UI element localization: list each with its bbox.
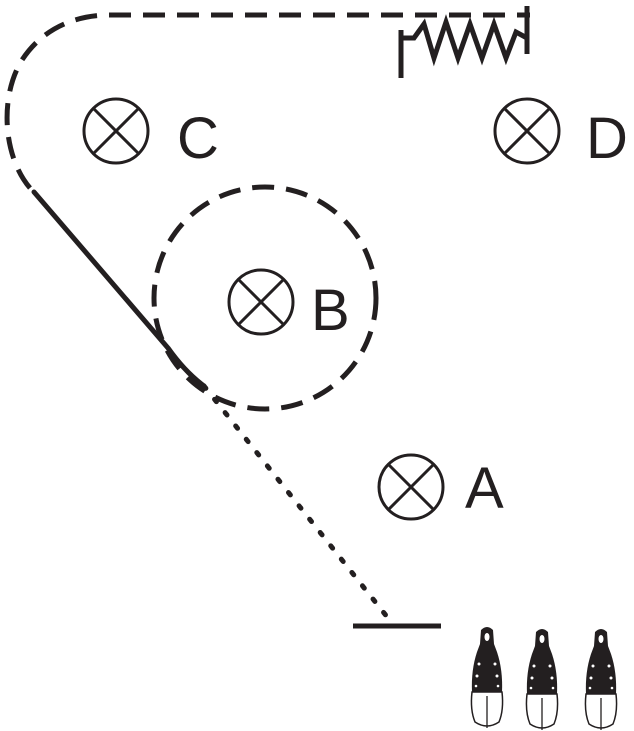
horses-group (470, 626, 618, 731)
marker-a-label: A (465, 456, 504, 521)
marker-b-label: B (311, 278, 350, 343)
marker-d-label: D (586, 106, 628, 171)
cross-circle-icon (377, 453, 445, 521)
dashed-loop-path (4, 12, 530, 190)
horse-top-view-icon (584, 628, 618, 731)
solid-approach-line (31, 189, 207, 389)
marker-c-label: C (177, 106, 219, 171)
marker-c: C (82, 97, 219, 171)
spring-icon (398, 6, 530, 78)
horse-top-view-icon (470, 626, 504, 729)
cross-circle-icon (227, 268, 295, 336)
marker-d: D (493, 97, 628, 171)
horse-top-view-icon (525, 628, 559, 731)
cross-circle-icon (493, 97, 561, 165)
cross-circle-icon (82, 97, 150, 165)
dotted-final-line (201, 383, 391, 621)
dashed-circle-around-b (151, 184, 379, 412)
marker-b: B (227, 268, 350, 343)
marker-a: A (377, 453, 504, 521)
